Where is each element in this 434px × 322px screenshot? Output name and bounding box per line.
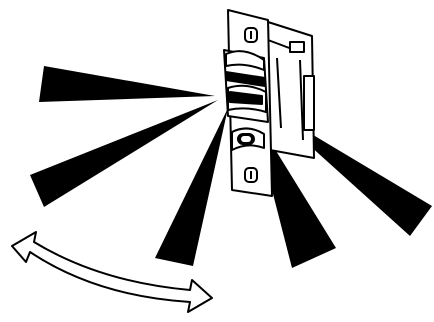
sensor-module bbox=[223, 49, 269, 123]
sweep-arrow-icon bbox=[11, 231, 213, 313]
beam-left-lower bbox=[30, 100, 218, 207]
sensor-button bbox=[231, 127, 265, 151]
beam-left-upper bbox=[39, 66, 215, 102]
beam-bottom-left bbox=[155, 108, 228, 266]
back-box bbox=[267, 21, 315, 159]
